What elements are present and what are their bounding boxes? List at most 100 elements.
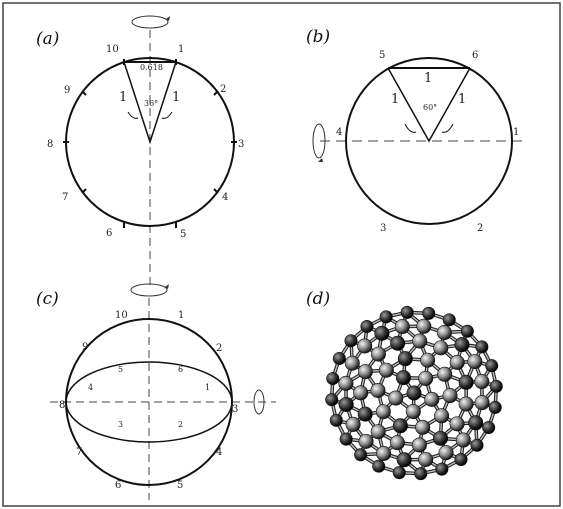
arrowhead-c-icon [165, 284, 169, 289]
rotation-arrow-c-icon [130, 283, 168, 297]
atom [489, 379, 503, 393]
vertex-label-b-2: 2 [477, 223, 483, 234]
rotation-arrow-b-icon [312, 123, 326, 159]
vertex-label-c-7: 7 [76, 447, 82, 458]
atom [392, 466, 406, 480]
atom [326, 372, 340, 386]
atom [455, 432, 471, 448]
vertex-label-a-6: 6 [106, 228, 112, 239]
rotation-arrow-c2-icon [253, 389, 265, 415]
atom [344, 334, 358, 348]
atom [400, 305, 414, 319]
inner-label-c-1: 1 [205, 383, 210, 392]
chord-label-a: 0.618 [140, 63, 163, 72]
atom [416, 318, 432, 334]
atom [418, 451, 434, 467]
side-label-b-right: 1 [458, 92, 466, 107]
atom [345, 416, 361, 432]
angle-arc-b-left [404, 123, 417, 133]
atom [357, 364, 373, 380]
vertex-label-b-4: 4 [336, 127, 342, 138]
vertex-label-a-2: 2 [220, 84, 226, 95]
atom [475, 340, 489, 354]
angle-arc-b-right [441, 123, 454, 133]
atom [372, 459, 386, 473]
vertex-label-a-5: 5 [180, 229, 186, 240]
atom [329, 413, 343, 427]
atom [434, 408, 450, 424]
vertex-label-c-6: 6 [115, 480, 121, 491]
vertex-label-c-4: 4 [216, 447, 222, 458]
side-label-b-left: 1 [391, 92, 399, 107]
vertex-label-c-10: 10 [115, 310, 128, 321]
atom [424, 391, 440, 407]
atom [395, 370, 411, 386]
panel-c-label: (c) [36, 289, 59, 309]
circle-b [345, 57, 513, 225]
triangle-a [123, 61, 177, 145]
arrowhead-icon [166, 16, 170, 21]
atom [325, 393, 339, 407]
atom [358, 433, 374, 449]
vertex-label-a-3: 3 [238, 139, 244, 150]
angle-arc-a-right [161, 111, 173, 119]
vertex-label-a-9: 9 [64, 85, 70, 96]
fullerene-model [325, 305, 503, 481]
atom [370, 346, 386, 362]
vertex-label-a-1: 1 [178, 44, 184, 55]
atom [354, 448, 368, 462]
atom [344, 355, 360, 371]
atom [449, 416, 465, 432]
atom [488, 400, 502, 414]
atom [357, 406, 373, 422]
vertex-label-c-2: 2 [216, 343, 222, 354]
inner-label-c-2: 2 [178, 420, 183, 429]
atom [388, 390, 404, 406]
inner-label-c-3: 3 [118, 420, 123, 429]
atom [339, 432, 353, 446]
atom [389, 435, 405, 451]
side-label-a-right: 1 [172, 90, 180, 105]
atom [458, 374, 474, 390]
atom [442, 388, 458, 404]
vertex-ticks-a [63, 59, 237, 228]
panel-b: (b) 1 1 1 60° 5 6 4 1 3 2 [306, 27, 527, 234]
atom [405, 404, 421, 420]
atom [437, 366, 453, 382]
inner-label-c-4: 4 [88, 383, 93, 392]
atom [396, 452, 412, 468]
atom [397, 351, 413, 367]
atom [406, 385, 422, 401]
vertex-label-a-10: 10 [106, 44, 119, 55]
atom [467, 354, 483, 370]
atom [470, 438, 484, 452]
vertex-label-c-3: 3 [232, 404, 238, 415]
atom [442, 313, 456, 327]
panel-b-label: (b) [306, 27, 330, 47]
vertex-label-c-5: 5 [177, 480, 183, 491]
vertex-label-b-6: 6 [472, 50, 478, 61]
atom [415, 419, 431, 435]
atom [378, 362, 394, 378]
atom [411, 437, 427, 453]
vertex-label-b-1: 1 [513, 127, 519, 138]
atom [338, 396, 354, 412]
atom [485, 359, 499, 373]
vertex-label-c-9: 9 [82, 342, 88, 353]
vertex-label-c-1: 1 [178, 310, 184, 321]
triangle-b [387, 67, 471, 143]
panel-c: (c) 10 1 2 3 4 5 6 7 8 9 1 2 3 4 5 6 [36, 283, 276, 500]
panel-d: (d) [306, 289, 503, 481]
atom [392, 418, 408, 434]
chord-label-b: 1 [424, 71, 432, 86]
angle-arc-a-left [127, 111, 139, 119]
panel-a: (a) 0.618 1 1 36° 10 [36, 15, 244, 285]
panel-a-label: (a) [36, 29, 59, 49]
atom [394, 319, 410, 335]
atom [353, 385, 369, 401]
atom [420, 352, 436, 368]
side-label-a-left: 1 [119, 90, 127, 105]
atom [435, 462, 449, 476]
atom [433, 430, 449, 446]
